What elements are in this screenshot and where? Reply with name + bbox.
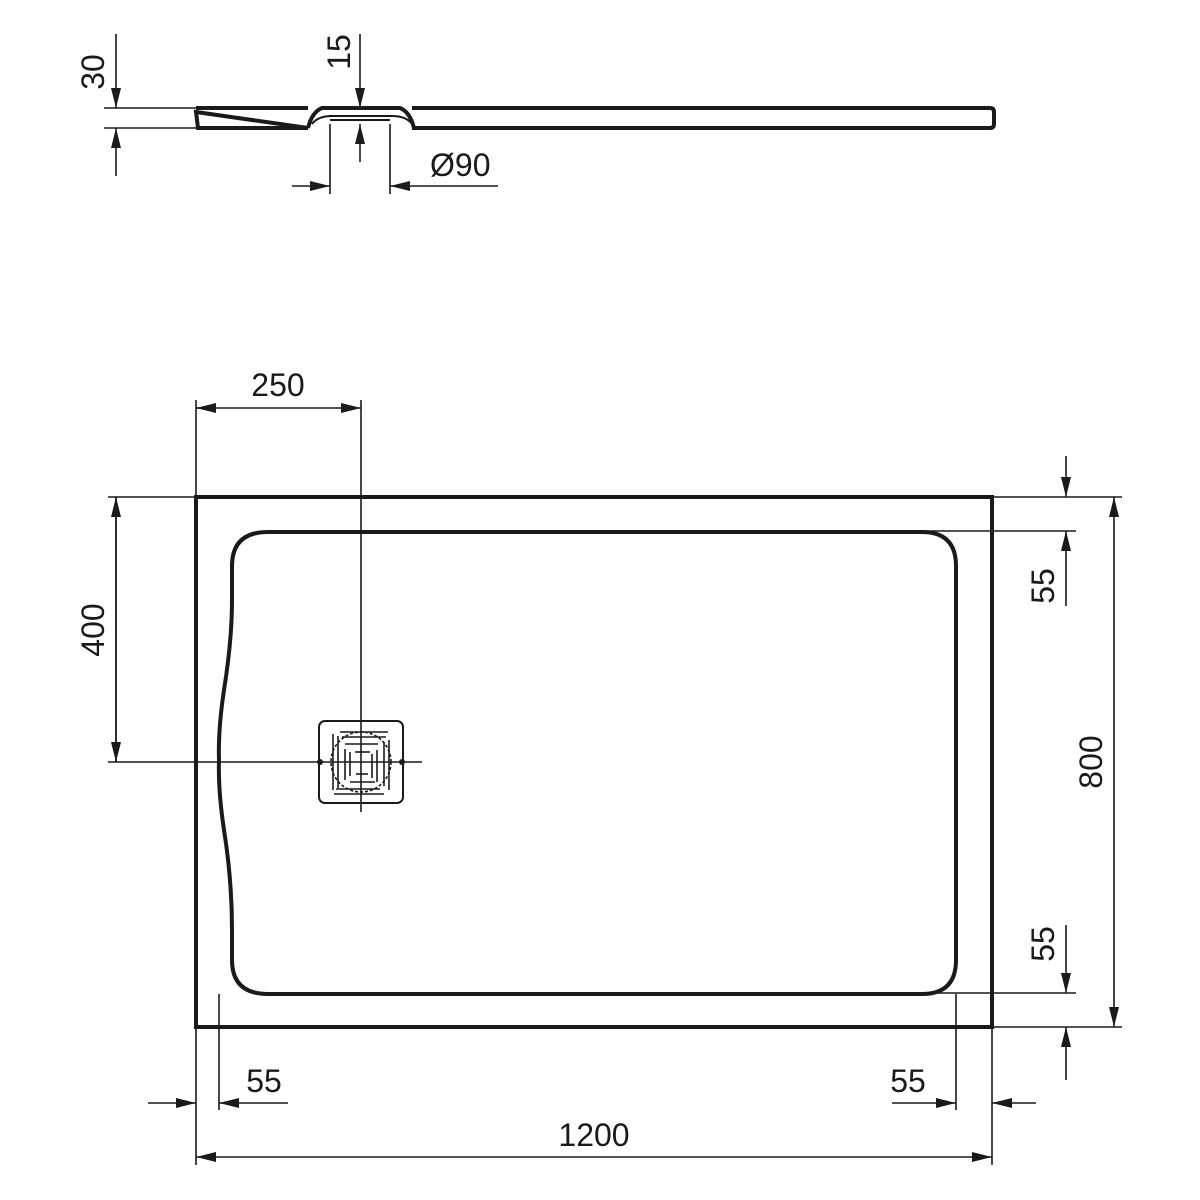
basin-outline bbox=[216, 530, 958, 996]
dim-label-height: 30 bbox=[75, 54, 111, 90]
dim-drain-offset-y-400: 400 bbox=[75, 496, 196, 762]
dim-drain-depth-15: 15 bbox=[321, 34, 365, 162]
dim-label-drain-offset-x: 250 bbox=[251, 367, 304, 403]
dim-overall-depth-800: 800 bbox=[1073, 497, 1119, 1027]
dim-label-rim-bottom: 55 bbox=[1025, 926, 1061, 962]
plan-view: 250 400 55 55 800 bbox=[75, 367, 1122, 1165]
dim-rim-top-55: 55 bbox=[922, 456, 1122, 606]
dim-label-overall-depth: 800 bbox=[1073, 735, 1109, 788]
dim-height-30: 30 bbox=[75, 34, 196, 176]
dim-label-drain-offset-y: 400 bbox=[75, 603, 111, 656]
dim-overall-width-1200: 1200 bbox=[196, 1117, 992, 1162]
dim-label-rim-left: 55 bbox=[246, 1063, 282, 1099]
dim-label-overall-width: 1200 bbox=[558, 1117, 629, 1153]
dim-drain-diameter-90: Ø90 bbox=[292, 124, 498, 194]
dim-rim-right-55: 55 bbox=[890, 994, 1036, 1165]
side-view: 30 15 Ø90 bbox=[75, 34, 996, 194]
dim-label-rim-top: 55 bbox=[1025, 568, 1061, 604]
dim-label-drain-diameter: Ø90 bbox=[430, 147, 490, 183]
dim-rim-bottom-55: 55 bbox=[922, 925, 1122, 1080]
dim-drain-offset-x-250: 250 bbox=[195, 367, 361, 497]
dim-label-drain-depth: 15 bbox=[321, 34, 357, 70]
dim-rim-left-55: 55 bbox=[148, 994, 288, 1165]
dim-label-rim-right: 55 bbox=[890, 1063, 926, 1099]
tray-side-profile bbox=[193, 106, 996, 130]
